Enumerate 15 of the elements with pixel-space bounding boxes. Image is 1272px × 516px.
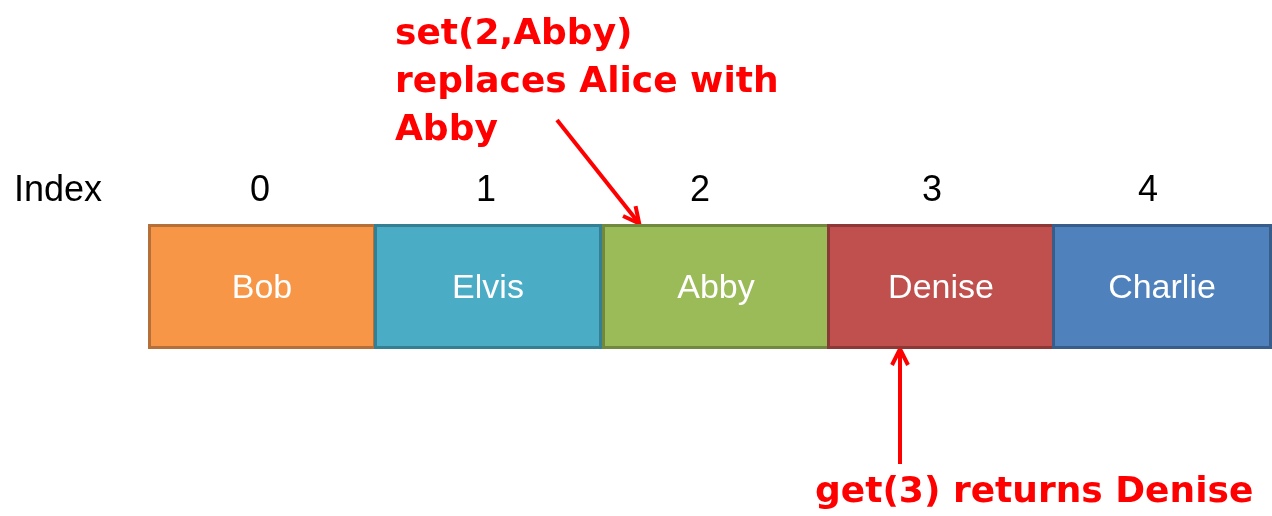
index-number: 0 — [250, 168, 271, 210]
index-number: 2 — [690, 168, 711, 210]
array-cell: Abby — [602, 224, 830, 349]
array-cell: Charlie — [1052, 224, 1272, 349]
arrow — [555, 118, 642, 226]
annotation-text: set(2,Abby) replaces Alice with Abby — [395, 8, 815, 152]
index-number: 1 — [476, 168, 497, 210]
index-number: 4 — [1138, 168, 1159, 210]
axis-label: Index — [14, 168, 103, 210]
index-number: 3 — [922, 168, 943, 210]
arrow — [890, 347, 910, 464]
array-cell: Denise — [827, 224, 1055, 349]
array-cell: Elvis — [374, 224, 602, 349]
annotation-text: get(3) returns Denise — [815, 466, 1265, 514]
array-cell: Bob — [148, 224, 376, 349]
